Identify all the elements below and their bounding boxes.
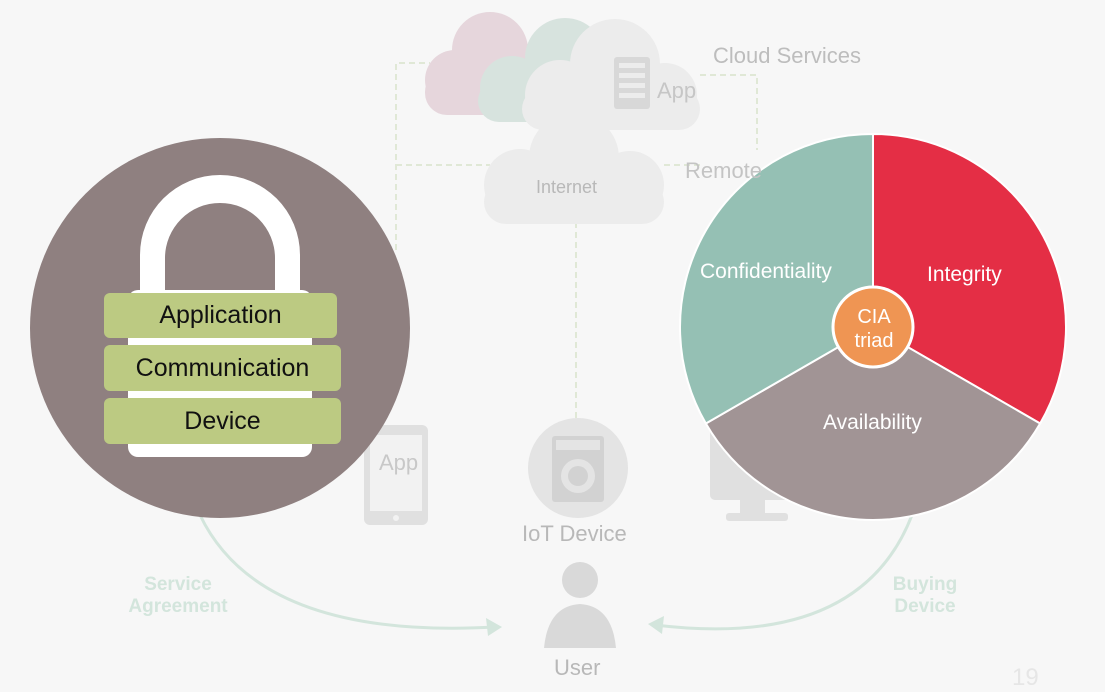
iot-device-label: IoT Device <box>522 521 627 546</box>
buying-device-arrow <box>648 514 914 634</box>
user-label: User <box>554 655 601 680</box>
tablet-icon <box>364 425 428 525</box>
layer-communication: Communication <box>104 345 341 391</box>
buying-device-line-2: Device <box>894 596 956 617</box>
cia-center-line-2: triad <box>854 330 894 352</box>
cia-center-label: CIA triad <box>834 305 914 353</box>
buying-device-label: Buying Device <box>870 574 980 618</box>
cloud-services-label: Cloud Services <box>713 43 861 68</box>
padlock-shackle-icon <box>140 175 300 300</box>
service-agreement-arrow <box>198 514 502 636</box>
user-icon <box>544 562 616 648</box>
layer-device: Device <box>104 398 341 444</box>
cia-confidentiality-slice <box>679 132 874 425</box>
internet-cloud-icon <box>484 113 664 224</box>
tablet-app-label: App <box>379 450 419 475</box>
cia-integrity-label: Integrity <box>927 263 1002 286</box>
layer-application-label: Application <box>159 301 282 329</box>
cia-availability-label: Availability <box>823 411 922 434</box>
cloud-services-icon <box>425 12 700 130</box>
cloud-app-label: App <box>657 78 697 103</box>
cia-center-circle <box>831 285 915 369</box>
service-agreement-line-2: Agreement <box>128 596 228 617</box>
cia-availability-slice <box>704 325 1042 521</box>
cia-triad-pie <box>679 132 1067 521</box>
remote-label: Remote <box>685 158 763 183</box>
page-number: 19 <box>1012 664 1039 691</box>
cia-integrity-slice <box>872 132 1067 425</box>
dashed-connectors <box>395 62 758 420</box>
internet-label: Internet <box>536 177 598 197</box>
layer-application: Application <box>104 293 337 338</box>
service-agreement-line-1: Service <box>144 574 212 595</box>
server-icon <box>614 57 650 109</box>
washing-machine-icon <box>528 418 628 518</box>
cia-center-line-1: CIA <box>857 306 891 328</box>
buying-device-line-1: Buying <box>892 574 958 595</box>
cia-confidentiality-label: Confidentiality <box>700 260 832 283</box>
service-agreement-label: Service Agreement <box>118 574 238 618</box>
layer-device-label: Device <box>184 406 261 435</box>
layer-communication-label: Communication <box>135 353 310 382</box>
